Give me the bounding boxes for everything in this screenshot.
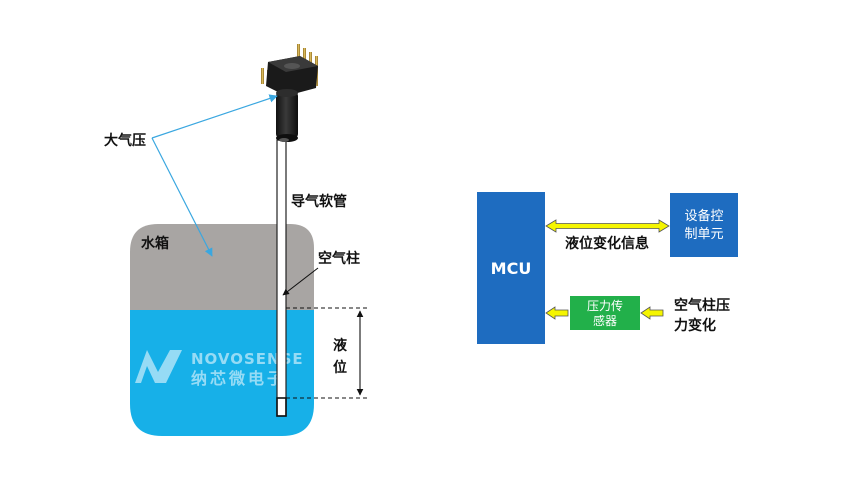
tube-body: [276, 139, 287, 417]
air-column-pressure-label-line1: 空气柱压: [674, 297, 730, 314]
tube-bottom-end: [276, 397, 287, 417]
air-tube: [276, 139, 287, 417]
sensor-to-mcu-arrow: [545, 306, 569, 320]
novosense-logo-icon: [135, 350, 182, 383]
device-control-label-line2: 制单元: [684, 227, 723, 242]
level-info-arrow: [545, 219, 670, 233]
liquid-level-label-line2: 位: [333, 359, 347, 376]
atmospheric-pressure-pointers: [151, 94, 278, 257]
air-tube-label: 导气软管: [291, 193, 347, 210]
tank-water-region: [130, 310, 314, 436]
tank-air-region: [130, 224, 314, 310]
air-pressure-to-sensor-arrow: [640, 306, 664, 320]
pressure-sensor-block: [570, 296, 640, 330]
sensor-port: [276, 92, 298, 138]
device-control-label-line1: 设备控: [684, 208, 723, 224]
level-change-info-label: 液位变化信息: [565, 235, 649, 252]
air-column-pressure-label-line2: 力变化: [674, 317, 716, 334]
atmospheric-pressure-label: 大气压: [104, 132, 146, 149]
pressure-sensor-label-line1: 压力传: [587, 298, 623, 313]
air-column-pointer: [282, 267, 319, 296]
mcu-block: [477, 192, 545, 344]
mcu-label: MCU: [491, 259, 532, 278]
block-diagram: MCU 设备控 制单元 液位变化信息 压力传 感器 空气柱压 力变化: [477, 192, 738, 344]
liquid-level-indicator: 液 位: [286, 307, 370, 399]
novosense-watermark: NOVOSENSE 纳芯微电子: [135, 350, 304, 388]
pressure-sensor-device: [261, 44, 318, 142]
water-tank-label: 水箱: [141, 235, 169, 252]
pressure-sensor-label-line2: 感器: [593, 313, 617, 328]
brand-en-text: NOVOSENSE: [191, 350, 304, 368]
device-control-block: [670, 193, 738, 257]
brand-cn-text: 纳芯微电子: [191, 369, 286, 388]
liquid-level-label-line1: 液: [333, 337, 348, 354]
water-tank: 水箱: [130, 224, 314, 436]
air-column-label: 空气柱: [318, 250, 360, 267]
